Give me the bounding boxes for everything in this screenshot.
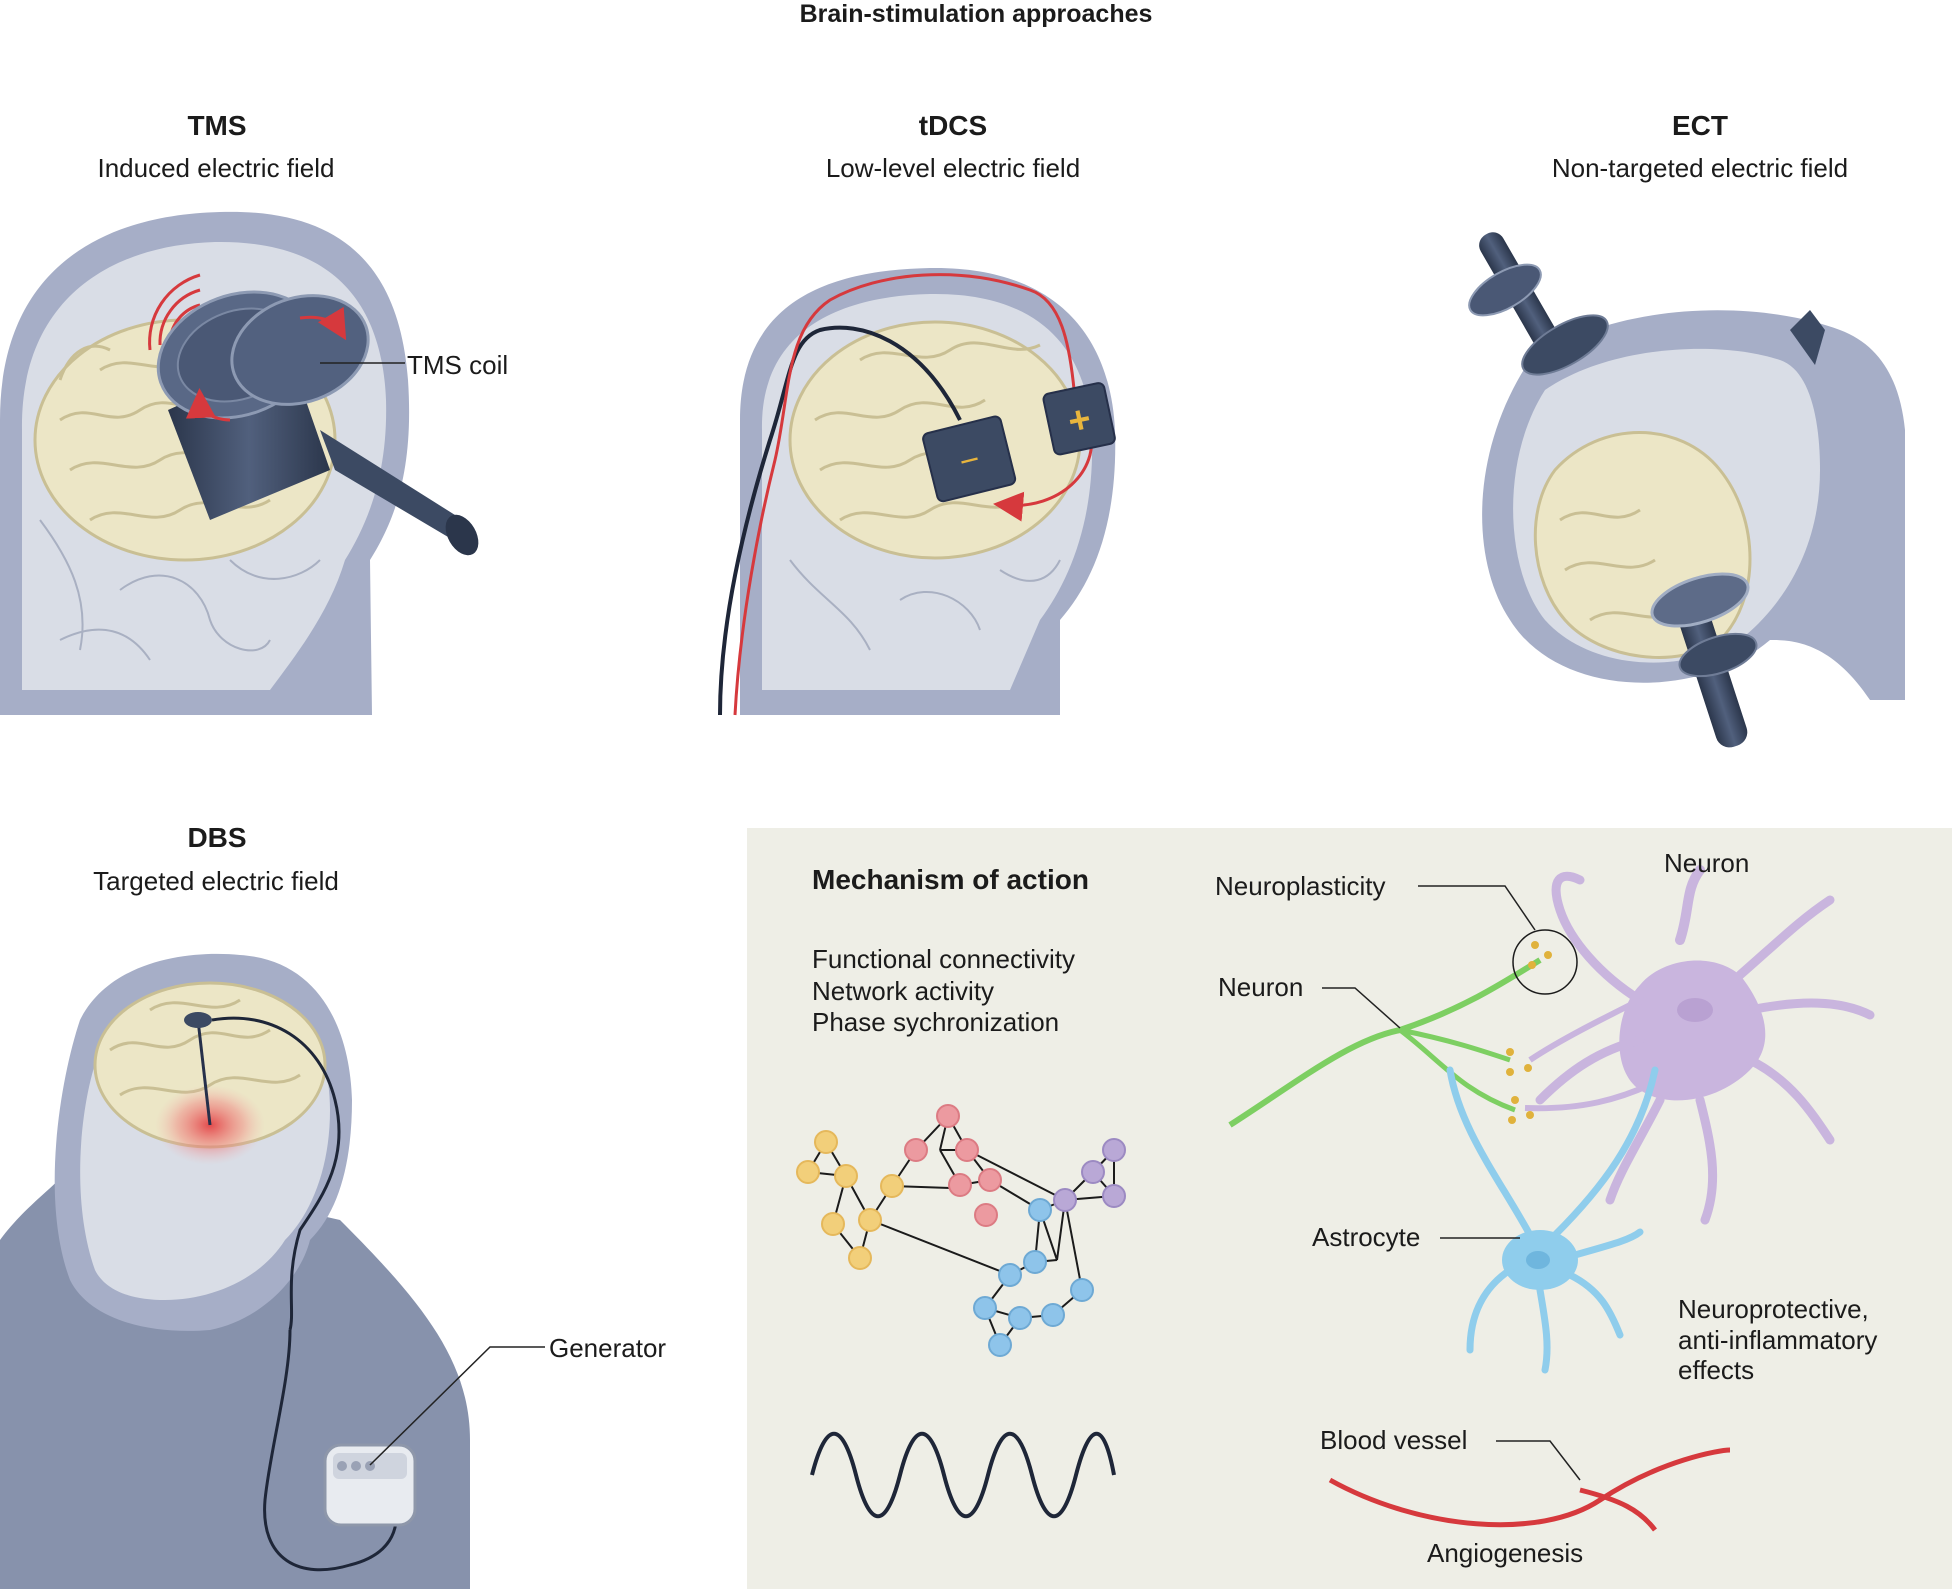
angiogenesis-label: Angiogenesis — [1427, 1538, 1584, 1568]
mechanism-panel — [747, 828, 1952, 1589]
ect-electrode-bottom — [1650, 572, 1758, 748]
tdcs-anode: + — [1042, 382, 1116, 456]
dbs-electrode — [196, 1019, 212, 1126]
blood-vessel — [1328, 1447, 1731, 1532]
dbs-generator — [323, 1443, 417, 1527]
dbs-subtitle: Targeted electric field — [93, 866, 339, 896]
generator-label: Generator — [549, 1333, 667, 1363]
neuroprotective-line-3: effects — [1678, 1355, 1755, 1385]
network-edges — [807, 1115, 1115, 1346]
mechanism-title: Mechanism of action — [812, 864, 1089, 895]
tdcs-heading: tDCS — [918, 110, 988, 141]
tdcs-skull-lines — [789, 559, 1061, 651]
tms-coil-handle — [320, 430, 470, 550]
dbs-extension-wire — [263, 1329, 398, 1572]
tdcs-illustration: − + — [718, 267, 1116, 716]
tms-coil — [156, 290, 479, 556]
neuroplasticity-label: Neuroplasticity — [1215, 871, 1386, 901]
figure-title: Brain-stimulation approaches — [799, 0, 1153, 28]
tms-heading: TMS — [187, 110, 247, 141]
purple-neuron — [1524, 865, 1875, 1225]
synapse-dots — [1506, 941, 1552, 1124]
ect-subtitle: Non-targeted electric field — [1551, 153, 1849, 183]
neuroprotective-line-1: Neuroprotective, — [1678, 1294, 1869, 1324]
network-nodes — [796, 1104, 1126, 1357]
neuron-top-label: Neuron — [1664, 848, 1750, 878]
dbs-heading: DBS — [187, 822, 247, 853]
dbs-burr-cap — [184, 1012, 212, 1028]
astrocyte — [1446, 1066, 1659, 1374]
tms-coil-label: TMS coil — [407, 350, 509, 380]
ect-heading: ECT — [1672, 110, 1728, 141]
mechanism-background — [747, 828, 1952, 1589]
effect-functional-connectivity: Functional connectivity — [812, 944, 1076, 974]
ect-ear-clip — [1790, 310, 1825, 365]
ect-electrode-top — [1468, 232, 1609, 376]
effect-network-activity: Network activity — [812, 976, 995, 1006]
tdcs-wire-dark — [718, 325, 962, 716]
astrocyte-label: Astrocyte — [1312, 1222, 1421, 1252]
tdcs-subtitle: Low-level electric field — [825, 153, 1081, 183]
neuroprotective-line-2: anti-inflammatory — [1678, 1325, 1878, 1355]
dbs-lead-wire — [211, 1016, 341, 1331]
oscillation-wave — [810, 1431, 1116, 1519]
tms-skull-lines — [39, 519, 321, 661]
tms-subtitle: Induced electric field — [97, 153, 335, 183]
ect-illustration — [1468, 232, 1905, 748]
mechanism-leader-lines — [1322, 885, 1581, 1481]
blood-vessel-label: Blood vessel — [1320, 1425, 1468, 1455]
effect-phase-synchronization: Phase sychronization — [812, 1007, 1060, 1037]
neuron-left-label: Neuron — [1218, 972, 1304, 1002]
tdcs-wire-red — [733, 273, 1077, 716]
ect-brain — [1533, 431, 1752, 659]
dbs-generator-leader-line — [369, 1346, 545, 1466]
tms-illustration — [0, 211, 479, 715]
neuroplasticity-highlight-circle — [1512, 929, 1578, 995]
tdcs-cathode: − — [922, 415, 1017, 503]
dbs-illustration — [0, 953, 545, 1589]
